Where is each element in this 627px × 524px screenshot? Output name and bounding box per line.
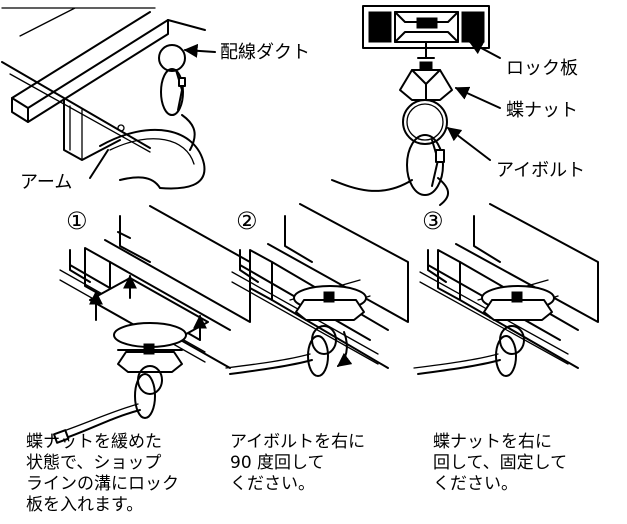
label-arm: アーム <box>20 172 73 193</box>
step2-illustration <box>225 203 409 377</box>
step2-caption: アイボルトを右に 90 度回して ください。 <box>230 432 366 494</box>
step2-number: ② <box>236 207 258 235</box>
label-wing-nut: 蝶ナット <box>506 100 578 121</box>
step1-number: ① <box>66 207 88 235</box>
step3-number: ③ <box>422 207 444 235</box>
step1-caption: 蝶ナットを緩めた 状態で、ショップ ラインの溝にロック 板を入れます。 <box>26 432 179 515</box>
label-lock-plate: ロック板 <box>506 58 578 79</box>
step1-illustration <box>52 205 251 444</box>
lockplate-illustration <box>331 5 501 206</box>
step3-illustration <box>413 203 599 377</box>
label-duct: 配線ダクト <box>220 42 310 63</box>
duct-arm-illustration <box>1 7 216 190</box>
step3-caption: 蝶ナットを右に 回して、固定して ください。 <box>433 432 568 494</box>
label-eyebolt: アイボルト <box>496 160 586 181</box>
